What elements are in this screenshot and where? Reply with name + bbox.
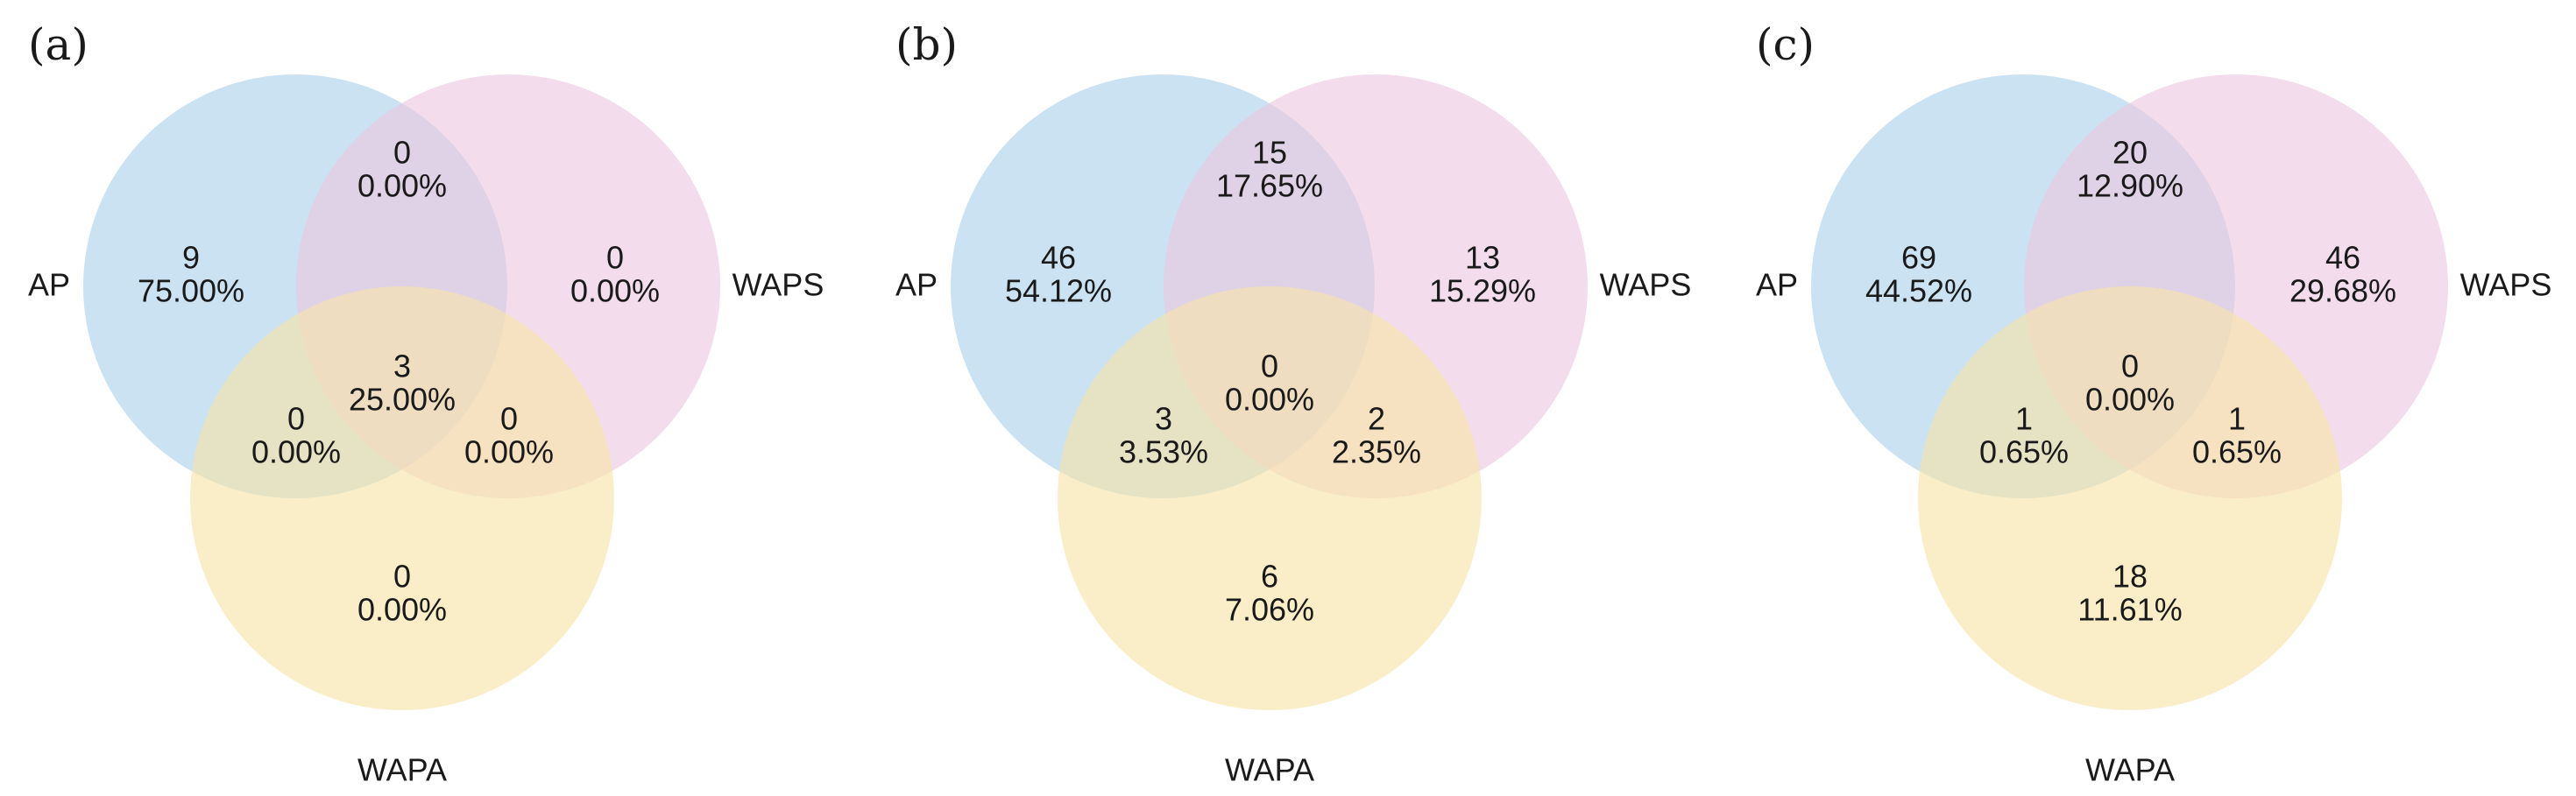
set-label-waps: WAPS — [2460, 267, 2552, 303]
region-count: 15 — [1252, 135, 1287, 171]
set-label-wapa: WAPA — [1225, 752, 1314, 788]
region-percent: 25.00% — [349, 382, 456, 418]
region-count: 13 — [1465, 240, 1500, 276]
region-percent: 0.65% — [1979, 434, 2069, 470]
set-label-wapa: WAPA — [357, 752, 447, 788]
region-count: 2 — [1368, 401, 1385, 437]
region-percent: 0.00% — [357, 168, 447, 204]
panel-label: (b) — [895, 19, 958, 70]
region-percent: 54.12% — [1005, 273, 1112, 309]
region-count: 0 — [606, 240, 624, 276]
region-ap-wapa: 33.53% — [1119, 401, 1208, 470]
region-percent: 75.00% — [138, 273, 244, 309]
region-percent: 2.35% — [1332, 434, 1421, 470]
region-all: 00.00% — [1225, 349, 1314, 418]
region-percent: 15.29% — [1429, 273, 1536, 309]
region-count: 69 — [1901, 240, 1936, 276]
region-percent: 0.00% — [464, 434, 554, 470]
region-count: 18 — [2112, 559, 2148, 595]
region-count: 0 — [500, 401, 518, 437]
circle-wapa — [190, 286, 614, 710]
region-waps-wapa: 22.35% — [1332, 401, 1421, 470]
region-percent: 12.90% — [2077, 168, 2183, 204]
region-count: 46 — [1041, 240, 1076, 276]
region-waps-only: 00.00% — [570, 240, 660, 309]
region-percent: 0.00% — [570, 273, 660, 309]
region-count: 1 — [2015, 401, 2033, 437]
region-count: 0 — [2121, 349, 2139, 384]
region-percent: 0.00% — [1225, 382, 1314, 418]
circle-wapa — [1918, 286, 2342, 710]
region-percent: 0.00% — [251, 434, 341, 470]
region-count: 0 — [393, 135, 411, 171]
set-label-wapa: WAPA — [2085, 752, 2175, 788]
region-wapa-only: 67.06% — [1225, 559, 1314, 628]
region-ap-only: 975.00% — [138, 240, 244, 309]
region-count: 0 — [1261, 349, 1278, 384]
region-count: 9 — [182, 240, 200, 276]
region-count: 6 — [1261, 559, 1278, 595]
region-ap-wapa: 10.65% — [1979, 401, 2069, 470]
region-percent: 11.61% — [2077, 592, 2182, 628]
region-count: 0 — [393, 559, 411, 595]
region-all: 00.00% — [2085, 349, 2175, 418]
set-label-waps: WAPS — [732, 267, 824, 303]
circle-wapa — [1058, 286, 1482, 710]
region-percent: 0.00% — [357, 592, 447, 628]
region-count: 3 — [393, 349, 411, 384]
region-percent: 0.65% — [2192, 434, 2282, 470]
panel-label: (c) — [1756, 19, 1815, 70]
region-all: 325.00% — [349, 349, 456, 418]
region-percent: 29.68% — [2289, 273, 2396, 309]
region-percent: 7.06% — [1225, 592, 1314, 628]
set-label-ap: AP — [895, 267, 938, 303]
region-ap-wapa: 00.00% — [251, 401, 341, 470]
region-count: 0 — [287, 401, 305, 437]
region-percent: 0.00% — [2085, 382, 2175, 418]
panel-label: (a) — [28, 19, 88, 70]
region-percent: 3.53% — [1119, 434, 1208, 470]
region-wapa-only: 00.00% — [357, 559, 447, 628]
region-count: 1 — [2228, 401, 2246, 437]
region-percent: 44.52% — [1865, 273, 1972, 309]
region-waps-wapa: 00.00% — [464, 401, 554, 470]
region-count: 20 — [2112, 135, 2148, 171]
region-ap-waps: 00.00% — [357, 135, 447, 204]
set-label-ap: AP — [28, 267, 70, 303]
region-percent: 17.65% — [1216, 168, 1323, 204]
region-count: 46 — [2325, 240, 2360, 276]
region-count: 3 — [1155, 401, 1172, 437]
region-waps-wapa: 10.65% — [2192, 401, 2282, 470]
set-label-waps: WAPS — [1600, 267, 1692, 303]
set-label-ap: AP — [1756, 267, 1798, 303]
